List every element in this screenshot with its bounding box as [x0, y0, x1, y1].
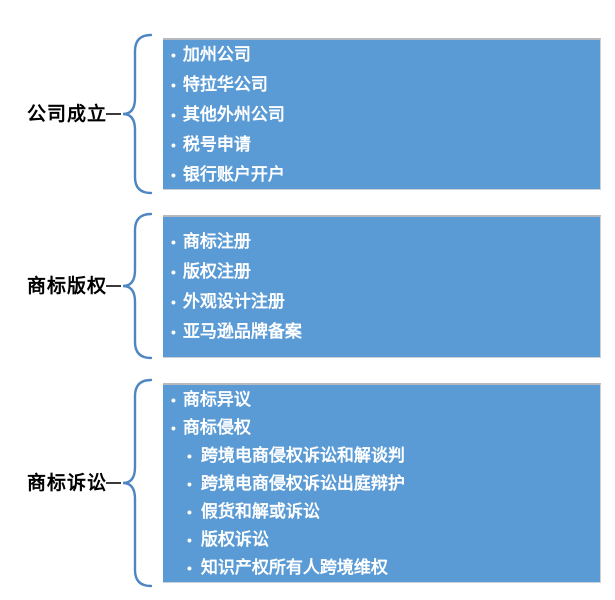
- list-item: • 假货和解或诉讼: [187, 498, 600, 526]
- items-panel-trademark-litigation: • 商标异议 • 商标侵权 • 跨境电商侵权诉讼和解谈判 • 跨境电商侵权诉讼出…: [163, 383, 601, 583]
- list-item-label: 外观设计注册: [182, 292, 285, 311]
- list-item: • 税号申请: [171, 130, 600, 160]
- curly-brace-icon: [122, 33, 153, 195]
- list-item: • 亚马逊品牌备案: [171, 317, 600, 347]
- bullet-icon: •: [171, 106, 176, 123]
- section-label-trademark-copyright: 商标版权: [27, 276, 108, 297]
- list-item: • 版权诉讼: [187, 526, 600, 554]
- list-item: • 外观设计注册: [171, 287, 600, 317]
- curly-brace-icon: [122, 212, 153, 360]
- bullet-icon: •: [171, 46, 176, 63]
- bullet-icon: •: [187, 475, 192, 492]
- list-item-label: 税号申请: [182, 134, 251, 154]
- bullet-icon: •: [171, 294, 176, 310]
- list-item: • 特拉华公司: [171, 70, 600, 100]
- list-item-label: 银行账户开户: [182, 164, 285, 184]
- list-item: • 跨境电商侵权诉讼出庭辩护: [187, 470, 600, 498]
- list-item: • 版权注册: [171, 257, 600, 287]
- bullet-icon: •: [171, 264, 176, 280]
- items-panel-trademark-copyright: • 商标注册 • 版权注册 • 外观设计注册 • 亚马逊品牌备案: [163, 215, 601, 358]
- bullet-icon: •: [171, 391, 176, 408]
- curly-brace-icon: [122, 378, 153, 588]
- list-item-label: 亚马逊品牌备案: [182, 322, 302, 341]
- list-item: • 加州公司: [171, 40, 600, 70]
- list-item: • 商标异议: [171, 386, 600, 414]
- list-item: • 知识产权所有人跨境维权: [187, 554, 600, 582]
- label-connector-line: [106, 285, 121, 287]
- list-item-label: 知识产权所有人跨境维权: [200, 557, 388, 577]
- list-item-label: 跨境电商侵权诉讼和解谈判: [200, 445, 405, 465]
- bullet-icon: •: [187, 503, 192, 520]
- list-item-label: 特拉华公司: [182, 74, 268, 94]
- items-panel-company-formation: • 加州公司 • 特拉华公司 • 其他外州公司 • 税号申请 • 银行账户开户: [163, 38, 601, 190]
- bullet-icon: •: [187, 559, 192, 576]
- list-item-label: 其他外州公司: [182, 104, 285, 124]
- bullet-icon: •: [171, 324, 176, 340]
- list-item-label: 商标注册: [182, 232, 251, 251]
- list-item-label: 加州公司: [182, 44, 251, 64]
- bullet-icon: •: [187, 531, 192, 548]
- list-item-label: 商标侵权: [182, 417, 251, 437]
- label-connector-line: [106, 482, 121, 484]
- bullet-icon: •: [171, 234, 176, 250]
- section-label-company-formation: 公司成立: [27, 104, 108, 125]
- list-item-label: 商标异议: [182, 389, 251, 409]
- section-label-trademark-litigation: 商标诉讼: [27, 473, 108, 494]
- bullet-icon: •: [171, 76, 176, 93]
- list-item-label: 版权诉讼: [200, 529, 269, 549]
- bullet-icon: •: [187, 447, 192, 464]
- bullet-icon: •: [171, 166, 176, 183]
- list-item: • 跨境电商侵权诉讼和解谈判: [187, 442, 600, 470]
- list-item: • 商标侵权: [171, 414, 600, 442]
- list-item-label: 版权注册: [182, 262, 251, 281]
- list-item-label: 跨境电商侵权诉讼出庭辩护: [200, 473, 405, 493]
- list-item: • 其他外州公司: [171, 100, 600, 130]
- list-item: • 银行账户开户: [171, 160, 600, 190]
- bullet-icon: •: [171, 419, 176, 436]
- list-item-label: 假货和解或诉讼: [200, 501, 320, 521]
- label-connector-line: [106, 113, 121, 115]
- bullet-icon: •: [171, 136, 176, 153]
- list-item: • 商标注册: [171, 227, 600, 257]
